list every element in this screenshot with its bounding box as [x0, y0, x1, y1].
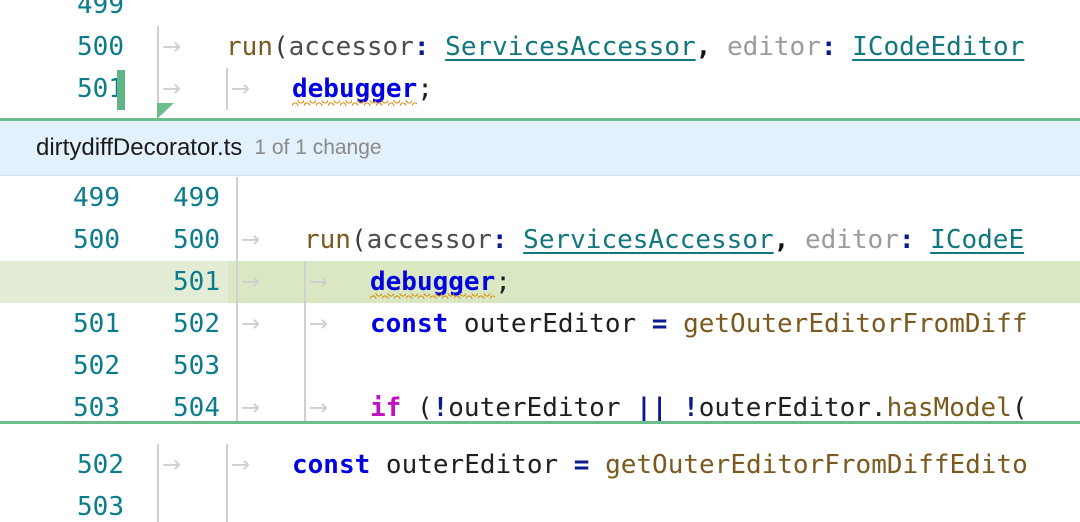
diff-peek-view: dirtydiffDecorator.ts 1 of 1 change 499 …: [0, 118, 1080, 424]
whitespace-arrow-icon: →: [231, 76, 251, 102]
line-code: run(accessor: ServicesAccessor, editor: …: [304, 225, 1025, 255]
whitespace-arrow-icon: →: [241, 269, 261, 295]
indent-guide: [236, 345, 238, 387]
indent-guide: [157, 444, 159, 486]
modified-line-number: 500: [173, 225, 220, 255]
whitespace-arrow-icon: →: [241, 395, 261, 421]
modified-line-number: 503: [173, 351, 220, 381]
modified-line-number: 502: [173, 309, 220, 339]
line-code: if (!outerEditor || !outerEditor.hasMode…: [370, 393, 1028, 421]
diff-row[interactable]: 503 504 → → if (!outerEditor || !outerEd…: [0, 387, 1080, 421]
original-line-number: 502: [73, 351, 120, 381]
indent-guide: [236, 219, 238, 261]
line-code: const outerEditor = getOuterEditorFromDi…: [292, 450, 1028, 480]
editor-line[interactable]: 501 → → debugger;: [0, 68, 1080, 110]
indent-guide: [226, 68, 228, 110]
indent-guide: [157, 68, 159, 110]
modified-line-number: 501: [173, 267, 220, 297]
whitespace-arrow-icon: →: [309, 311, 329, 337]
editor-line[interactable]: 503: [0, 486, 1080, 522]
line-number: 503: [77, 492, 124, 522]
indent-guide: [304, 387, 306, 421]
diff-row[interactable]: 499 499: [0, 177, 1080, 219]
line-number: 502: [77, 450, 124, 480]
original-line-number: 503: [73, 393, 120, 421]
editor-line[interactable]: 500 → run(accessor: ServicesAccessor, ed…: [0, 26, 1080, 68]
indent-guide: [226, 444, 228, 486]
line-number: 499: [77, 0, 124, 20]
whitespace-arrow-icon: →: [241, 311, 261, 337]
indent-guide: [304, 303, 306, 345]
line-code: const outerEditor = getOuterEditorFromDi…: [370, 309, 1028, 339]
whitespace-arrow-icon: →: [241, 227, 261, 253]
diff-row[interactable]: 502 503: [0, 345, 1080, 387]
dirty-diff-gutter-marker[interactable]: [117, 70, 125, 110]
line-code: run(accessor: ServicesAccessor, editor: …: [226, 32, 1025, 62]
editor-line[interactable]: 502 → → const outerEditor = getOuterEdit…: [0, 444, 1080, 486]
peek-diff-body[interactable]: 499 499 500 500 → run(accessor: Services…: [0, 177, 1080, 421]
line-code: debugger;: [370, 267, 511, 297]
indent-guide: [236, 387, 238, 421]
modified-line-number: 504: [173, 393, 220, 421]
whitespace-arrow-icon: →: [231, 452, 251, 478]
diff-row[interactable]: 501 502 → → const outerEditor = getOuter…: [0, 303, 1080, 345]
indent-guide: [157, 26, 159, 68]
top-editor-pane[interactable]: 499 500 → run(accessor: ServicesAccessor…: [0, 0, 1080, 118]
diff-row[interactable]: 500 500 → run(accessor: ServicesAccessor…: [0, 219, 1080, 261]
whitespace-arrow-icon: →: [162, 76, 182, 102]
indent-guide: [226, 486, 228, 522]
original-line-number: 499: [73, 183, 120, 213]
indent-guide: [157, 486, 159, 522]
modified-line-number: 499: [173, 183, 220, 213]
diff-row-inserted[interactable]: 501 → → debugger;: [0, 261, 1080, 303]
line-number: 501: [77, 74, 124, 104]
indent-guide: [304, 345, 306, 387]
peek-file-title: dirtydiffDecorator.ts: [36, 134, 243, 161]
original-line-number: 501: [73, 309, 120, 339]
line-code: debugger;: [292, 74, 433, 104]
whitespace-arrow-icon: →: [162, 452, 182, 478]
original-line-number: 500: [73, 225, 120, 255]
whitespace-arrow-icon: →: [309, 395, 329, 421]
indent-guide: [236, 177, 238, 219]
whitespace-arrow-icon: →: [309, 269, 329, 295]
bottom-editor-pane[interactable]: 502 → → const outerEditor = getOuterEdit…: [0, 427, 1080, 522]
editor-line[interactable]: 499: [0, 0, 1080, 26]
indent-guide: [236, 261, 238, 303]
whitespace-arrow-icon: →: [162, 34, 182, 60]
peek-header[interactable]: dirtydiffDecorator.ts 1 of 1 change: [0, 121, 1080, 176]
peek-pointer-triangle-icon: [157, 103, 174, 119]
indent-guide: [236, 303, 238, 345]
peek-change-count: 1 of 1 change: [254, 136, 382, 159]
line-number: 500: [77, 32, 124, 62]
inserted-gutter-highlight: [0, 261, 228, 303]
indent-guide: [304, 261, 306, 303]
